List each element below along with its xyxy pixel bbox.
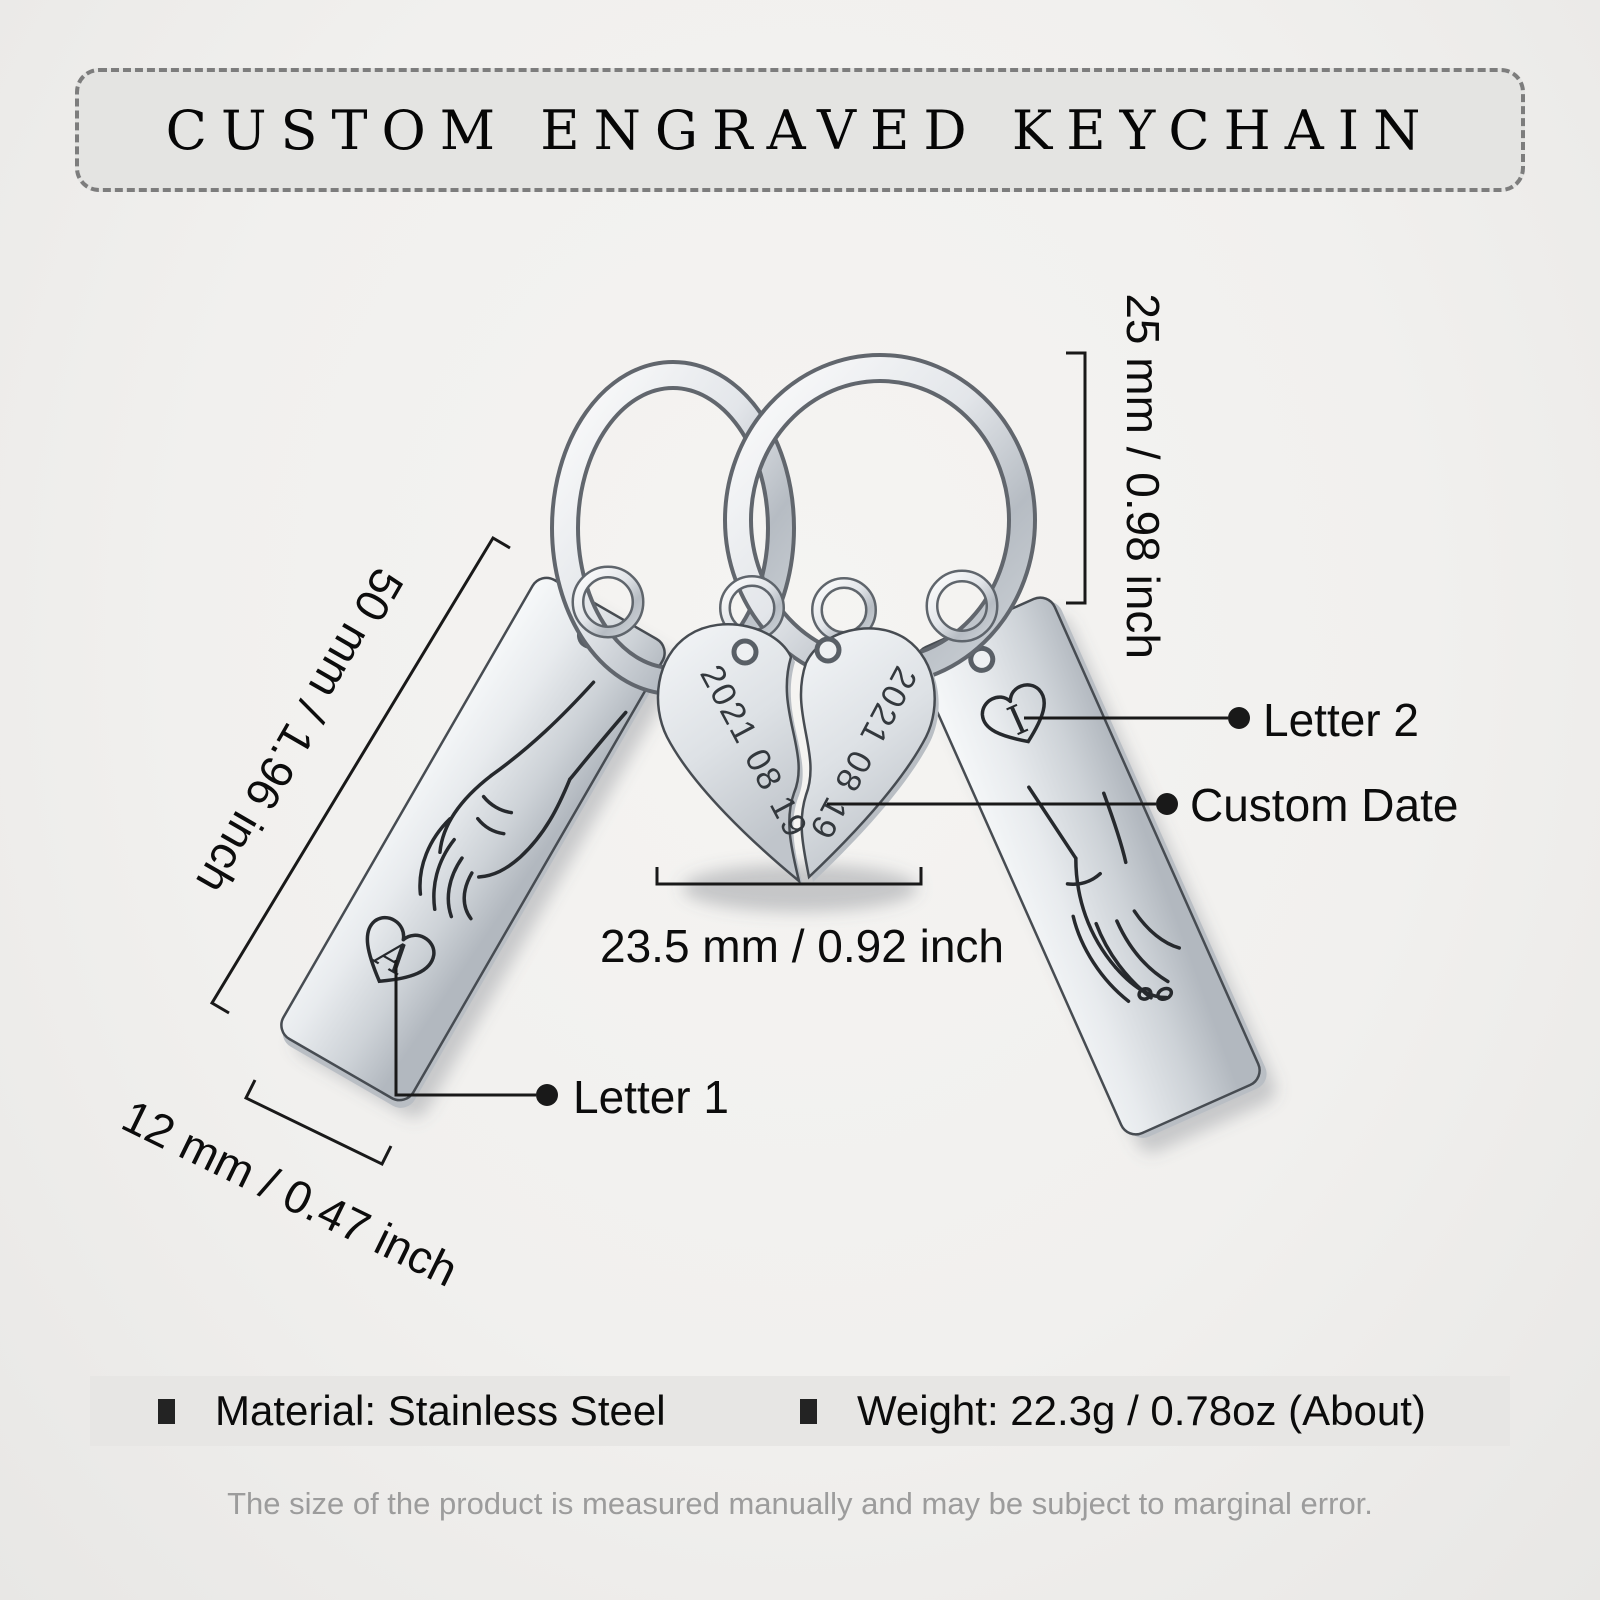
leader-letter-1 bbox=[394, 960, 536, 1097]
heart-doodle-left-icon bbox=[365, 915, 436, 984]
square-bullet-icon bbox=[158, 1398, 175, 1424]
callout-custom-date: Custom Date bbox=[1190, 779, 1459, 831]
heart-right-hole bbox=[814, 636, 842, 664]
holding-hand-engraving-left-icon bbox=[418, 680, 628, 921]
callout-letter-2: Letter 2 bbox=[1263, 694, 1419, 746]
bar-tag-left: A bbox=[280, 576, 666, 1108]
page-title: CUSTOM ENGRAVED KEYCHAIN bbox=[165, 98, 1435, 162]
leader-dot-custom-date bbox=[1156, 793, 1178, 815]
dimension-ring-diameter: 25 mm / 0.98 inch bbox=[1117, 293, 1170, 659]
spec-weight: Weight: 22.3g / 0.78oz (About) bbox=[800, 1376, 1426, 1446]
footer-disclaimer: The size of the product is measured manu… bbox=[227, 1486, 1373, 1521]
spec-material: Material: Stainless Steel bbox=[158, 1376, 666, 1446]
heart-left-hole bbox=[731, 638, 759, 666]
jump-rings bbox=[571, 565, 999, 643]
annotations bbox=[209, 351, 1250, 1166]
bar-tag-right: I bbox=[915, 596, 1267, 1138]
jump-ring-icon bbox=[925, 569, 999, 643]
split-heart-pendant: 2021 08 19 2021 08 19 bbox=[656, 623, 939, 886]
holding-hand-engraving-right-icon bbox=[1027, 785, 1181, 1003]
dimension-heart-width: 23.5 mm / 0.92 inch bbox=[600, 920, 1004, 972]
spec-weight-label: Weight: 22.3g / 0.78oz (About) bbox=[857, 1387, 1426, 1434]
callout-letter-1: Letter 1 bbox=[573, 1071, 729, 1123]
bracket-heart-width bbox=[655, 867, 923, 886]
leader-dot-letter-1 bbox=[536, 1084, 558, 1106]
jump-ring-icon bbox=[571, 565, 645, 639]
bracket-tag-width bbox=[243, 1079, 393, 1166]
bracket-ring-diameter bbox=[1066, 351, 1087, 605]
heart-left-half bbox=[656, 623, 802, 885]
bracket-tag-length bbox=[209, 535, 511, 1015]
leader-dot-letter-2 bbox=[1228, 707, 1250, 729]
title-banner: CUSTOM ENGRAVED KEYCHAIN bbox=[75, 68, 1525, 192]
heart-right-half bbox=[799, 627, 936, 880]
square-bullet-icon bbox=[800, 1398, 817, 1424]
spec-material-label: Material: Stainless Steel bbox=[215, 1387, 666, 1434]
heart-doodle-right-icon bbox=[980, 683, 1046, 744]
spec-bar: Material: Stainless Steel Weight: 22.3g … bbox=[90, 1376, 1510, 1446]
